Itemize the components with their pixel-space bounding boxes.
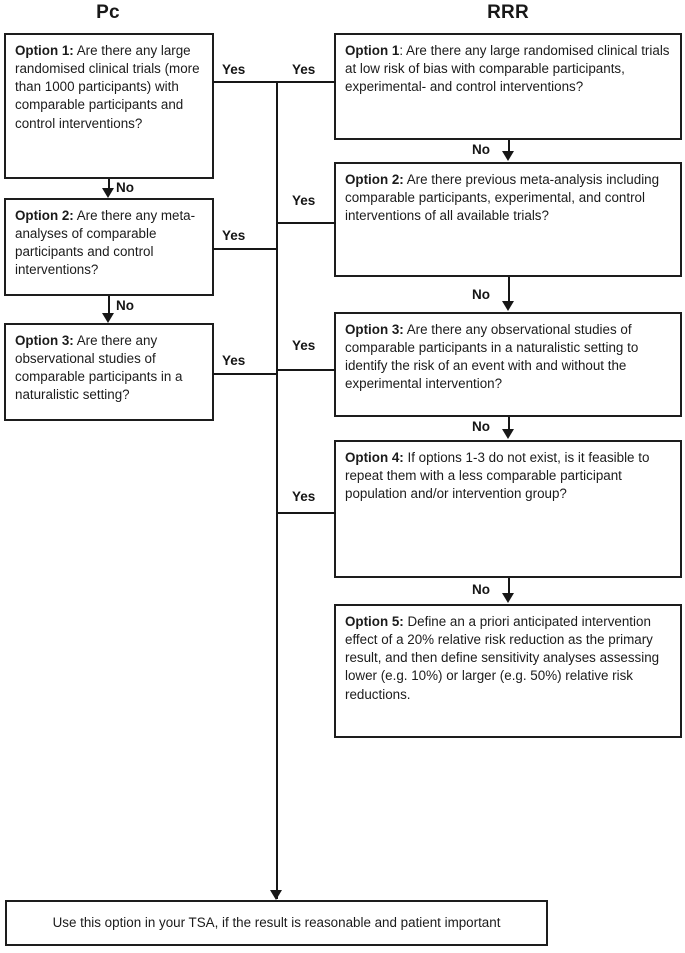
connector-pc2-to-pc3-arrowhead (102, 313, 114, 323)
pc-option-2-label: Option 2: (15, 208, 74, 223)
edge-label-trunk-yes-2: Yes (292, 193, 316, 208)
edge-label-trunk-yes-1: Yes (292, 62, 316, 77)
edge-label-pc2-no: No (116, 298, 134, 313)
connector-rrr1-to-rrr2-arrowhead (502, 151, 514, 161)
connector-rrr4-to-rrr5-arrowhead (502, 593, 514, 603)
connector-rrr2-to-rrr3-line (508, 277, 510, 301)
connector-rrr4-to-rrr5-line (508, 578, 510, 594)
pc-option-1-box[interactable]: Option 1: Are there any large randomised… (4, 33, 214, 179)
connector-trunk-to-rrr2-line (276, 222, 336, 224)
connector-rrr1-to-rrr2-line (508, 140, 510, 152)
edge-label-rrr1-no: No (472, 142, 490, 157)
pc-option-1-label: Option 1: (15, 43, 74, 58)
rrr-option-5-box[interactable]: Option 5: Define an a priori anticipated… (334, 604, 682, 738)
pc-option-3-box[interactable]: Option 3: Are there any observational st… (4, 323, 214, 421)
rrr-option-2-box[interactable]: Option 2: Are there previous meta-analys… (334, 162, 682, 277)
rrr-option-1-label: Option 1 (345, 43, 400, 58)
connector-trunk-to-rrr4-line (276, 512, 336, 514)
edge-label-pc2-yes: Yes (222, 228, 246, 243)
rrr-option-3-box[interactable]: Option 3: Are there any observational st… (334, 312, 682, 417)
rrr-option-2-label: Option 2: (345, 172, 404, 187)
connector-pc1-to-pc2-line (108, 179, 110, 190)
edge-label-rrr2-no: No (472, 287, 490, 302)
rrr-option-4-label: Option 4: (345, 450, 404, 465)
central-trunk-arrowhead (270, 890, 282, 900)
rrr-option-5-text: Define an a priori anticipated intervent… (345, 614, 660, 702)
pc-option-2-text: Are there any meta-analyses of comparabl… (15, 208, 196, 278)
connector-trunk-to-rrr3-line (276, 369, 336, 371)
edge-label-rrr4-no: No (472, 582, 490, 597)
rrr-option-4-box[interactable]: Option 4: If options 1-3 do not exist, i… (334, 440, 682, 578)
connector-pc1-yes-line (213, 81, 278, 83)
rrr-option-3-text: Are there any observational studies of c… (345, 322, 639, 392)
pc-option-1-text: Are there any large randomised clinical … (15, 43, 200, 131)
terminal-text: Use this option in your TSA, if the resu… (52, 914, 501, 930)
terminal-box[interactable]: Use this option in your TSA, if the resu… (5, 900, 548, 946)
connector-trunk-to-rrr1-line (276, 81, 336, 83)
rrr-option-4-text: If options 1-3 do not exist, is it feasi… (345, 450, 650, 502)
rrr-option-1-text: : Are there any large randomised clinica… (345, 43, 670, 95)
connector-pc3-yes-line (213, 373, 278, 375)
rrr-option-2-text: Are there previous meta-analysis includi… (345, 172, 660, 224)
edge-label-pc1-no: No (116, 180, 134, 195)
edge-label-pc1-yes: Yes (222, 62, 246, 77)
edge-label-trunk-yes-3: Yes (292, 338, 316, 353)
pc-option-2-box[interactable]: Option 2: Are there any meta-analyses of… (4, 198, 214, 296)
connector-rrr3-to-rrr4-arrowhead (502, 429, 514, 439)
connector-pc1-to-pc2-arrowhead (102, 188, 114, 198)
edge-label-pc3-yes: Yes (222, 353, 246, 368)
edge-label-rrr3-no: No (472, 419, 490, 434)
central-trunk-line (276, 81, 278, 899)
column-header-rrr: RRR (487, 2, 529, 23)
connector-rrr2-to-rrr3-arrowhead (502, 301, 514, 311)
rrr-option-3-label: Option 3: (345, 322, 404, 337)
connector-pc2-yes-line (213, 248, 278, 250)
rrr-option-5-label: Option 5: (345, 614, 404, 629)
edge-label-trunk-yes-4: Yes (292, 489, 316, 504)
column-header-pc: Pc (96, 2, 120, 23)
connector-pc2-to-pc3-line (108, 296, 110, 314)
rrr-option-1-box[interactable]: Option 1: Are there any large randomised… (334, 33, 682, 140)
pc-option-3-text: Are there any observational studies of c… (15, 333, 183, 403)
pc-option-3-label: Option 3: (15, 333, 74, 348)
connector-rrr3-to-rrr4-line (508, 417, 510, 430)
